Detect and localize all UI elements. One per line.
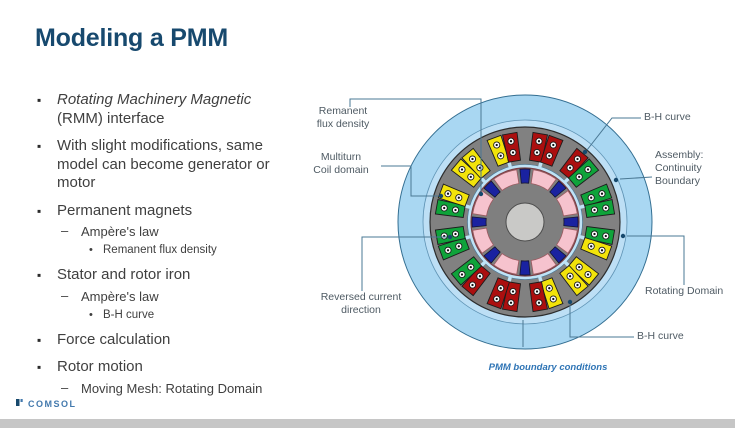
bullet-item: ▪With slight modifications, same model c… [37,137,270,191]
callout-rotating: Rotating Domain [645,285,724,297]
bullet-item: •Remanent flux density [89,244,217,256]
comsol-logo: COMSOL [16,398,77,409]
magnet-ring [471,168,579,276]
bullet-marker: – [61,287,69,303]
bullet-item: ▪Rotor motion [37,358,143,375]
bullet-marker: ▪ [37,360,42,374]
bullet-item: ▪Permanent magnets [37,201,193,219]
figure-caption: PMM boundary conditions [488,362,608,373]
shaft [505,202,545,242]
bullet-item: ▪Force calculation [37,330,171,348]
callout-bh-top: B-H curve [644,111,691,123]
coil-slots [434,131,616,313]
bullet-list: ▪Rotating Machinery Magnetic (RMM) inter… [35,82,305,397]
slide-title: Modeling a PMM [35,24,229,52]
bullet-marker: ▪ [37,139,42,153]
bullet-marker: • [89,244,93,256]
comsol-logo-icon [16,398,25,409]
bullet-marker: ▪ [37,332,42,347]
bullet-marker: ▪ [37,203,42,218]
bullet-item: ▪Rotating Machinery Magnetic (RMM) inter… [37,91,252,127]
connector-lines [349,98,685,347]
bullet-item: –Ampère's law [61,223,159,239]
bullet-marker: – [61,223,69,238]
bullet-item: –Ampère's law [61,287,159,304]
bullet-marker: – [61,379,69,395]
bullet-marker: • [89,308,93,321]
callout-bh-bottom: B-H curve [637,330,684,342]
comsol-logo-text: COMSOL [28,398,77,409]
bottom-bar [0,419,735,428]
bullet-item: ▪Stator and rotor iron [37,266,191,283]
bullet-item: •B-H curve [89,308,155,321]
bullet-item: –Moving Mesh: Rotating Domain [61,379,263,396]
bullet-marker: ▪ [37,93,42,107]
bullet-marker: ▪ [37,268,42,282]
